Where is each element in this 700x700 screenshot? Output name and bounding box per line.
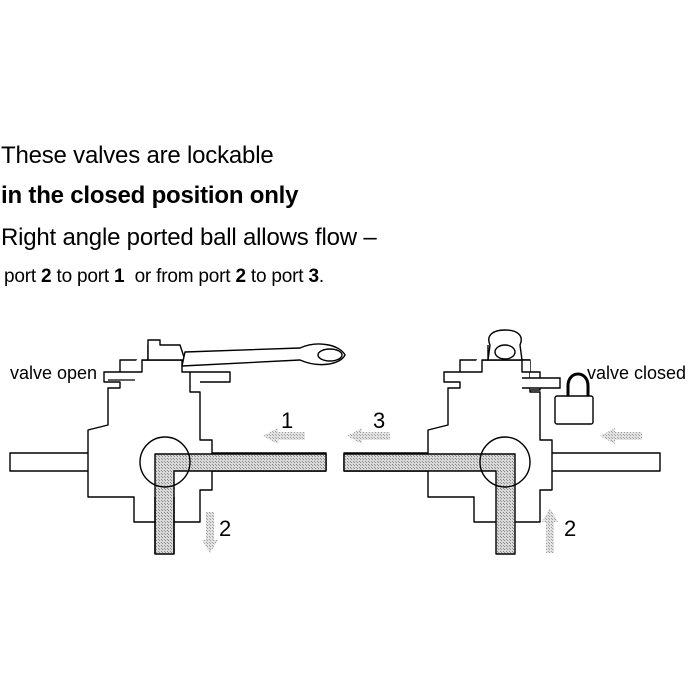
port-text: to port (51, 266, 115, 287)
valve-closed-label: valve closed (587, 363, 686, 383)
left-valve-ball (139, 436, 191, 488)
port-text: or from port (124, 266, 236, 287)
left-valve-body (87, 359, 213, 523)
left-valve-open (9, 339, 346, 555)
right-flow-path (343, 453, 516, 555)
valve-open-label: valve open (10, 363, 97, 383)
left-arrow-port2 (202, 512, 218, 553)
port-number: 2 (41, 266, 52, 287)
left-arrow-port1 (263, 428, 305, 444)
heading-line-flow: Right angle ported ball allows flow – (1, 224, 377, 251)
port-number: 1 (114, 266, 125, 287)
right-arrow-port3 (347, 428, 390, 444)
port-text: to port (245, 266, 309, 287)
port-text: . (318, 266, 324, 287)
padlock-icon (522, 372, 594, 425)
port-number: 3 (308, 266, 319, 287)
port-text: port (4, 266, 42, 287)
port-label-2-left: 2 (219, 516, 231, 541)
port-label-1: 1 (281, 408, 293, 433)
right-arrow-inlet (600, 428, 642, 444)
port-label-2-right: 2 (564, 516, 576, 541)
heading-line-lockable: These valves are lockable (1, 142, 274, 169)
heading-line-closed-only: in the closed position only (1, 182, 299, 209)
port-flow-description: port 2 to port 1 or from port 2 to port … (4, 266, 324, 288)
right-arrow-port2 (542, 508, 558, 553)
port-label-3: 3 (373, 408, 385, 433)
left-valve-handle (181, 343, 346, 367)
right-valve-ball (479, 436, 531, 488)
port-number: 2 (235, 266, 246, 287)
